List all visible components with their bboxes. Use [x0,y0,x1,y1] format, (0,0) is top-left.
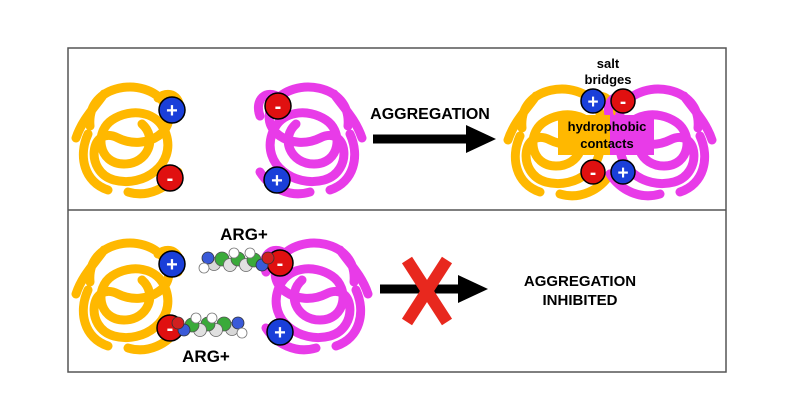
hydrophobic-label-line1: hydrophobic [568,119,647,134]
charge-sign: - [620,92,626,113]
negative-charge-icon: - [156,164,184,192]
positive-charge-icon: + [263,166,291,194]
positive-charge-icon: + [266,318,294,346]
charge-sign: - [275,96,282,118]
arrow-icon [373,125,496,153]
charge-sign: - [167,318,174,340]
hydrophobic-box-a [558,115,610,155]
positive-charge-icon: + [610,159,636,185]
arg-label-upper: ARG+ [220,225,268,244]
salt-bridges-label-line2: bridges [585,72,632,87]
charge-sign: + [617,163,628,184]
cross-icon [401,256,453,326]
positive-charge-icon: + [158,96,186,124]
inhibited-label-line2: INHIBITED [543,292,618,309]
positive-charge-icon: + [580,88,606,114]
aggregation-label: AGGREGATION [370,106,490,123]
charge-sign: - [590,163,596,184]
salt-bridges-label-line1: salt [597,56,620,71]
hydrophobic-box-b [610,115,654,155]
charge-sign: + [587,92,598,113]
charge-sign: + [166,100,178,122]
charge-sign: - [277,253,284,275]
inhibited-label-line1: AGGREGATION [524,273,636,290]
charge-sign: + [166,254,178,276]
positive-charge-icon: + [158,250,186,278]
charge-sign: + [271,170,283,192]
negative-charge-icon: - [264,92,292,120]
arg-label-lower: ARG+ [182,347,230,366]
negative-charge-icon: - [610,88,636,114]
protein-complex: hydrophobic contacts salt bridges + - - … [508,56,712,196]
top-panel: + - - + AGGREGATION [76,56,712,196]
charge-sign: - [167,168,174,190]
charge-sign: + [274,322,286,344]
hydrophobic-label-line2: contacts [580,136,633,151]
bottom-panel: + - - + ARG+ ARG+ A [76,225,636,366]
negative-charge-icon: - [580,159,606,185]
